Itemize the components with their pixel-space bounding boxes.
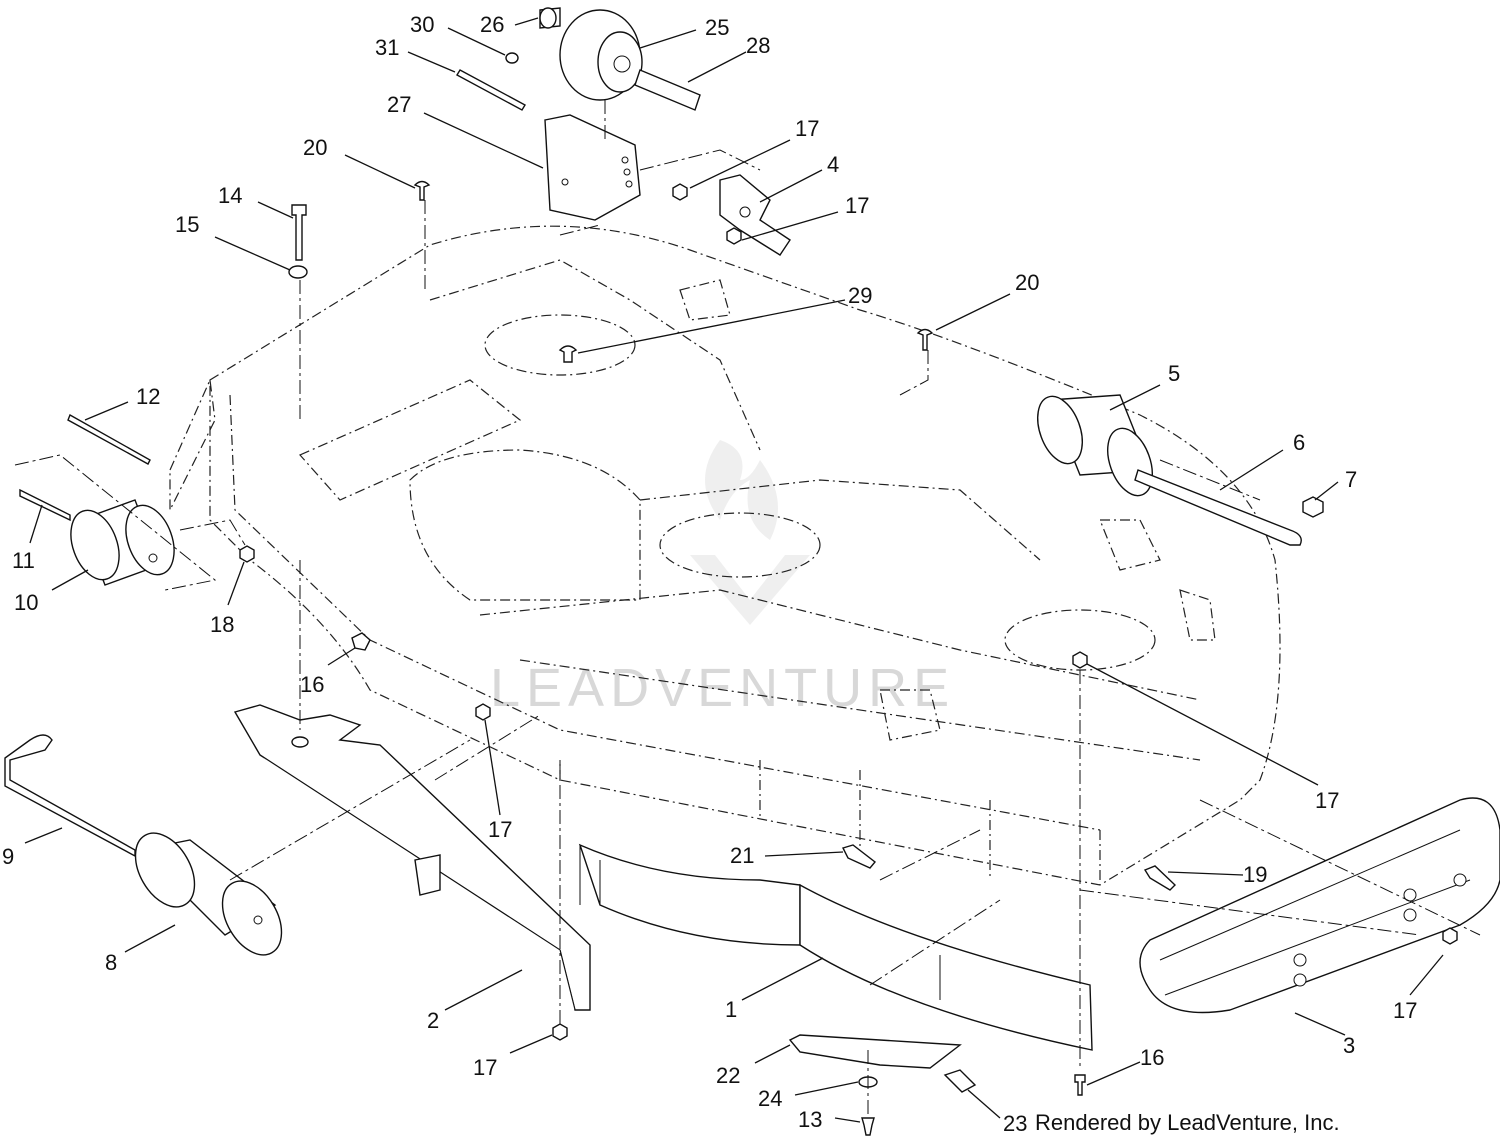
callout-16: 16 bbox=[1140, 1045, 1164, 1070]
callout-17: 17 bbox=[795, 116, 819, 141]
callout-20: 20 bbox=[303, 135, 327, 160]
callout-17: 17 bbox=[1393, 998, 1417, 1023]
callout-26: 26 bbox=[480, 12, 504, 37]
callout-28: 28 bbox=[746, 33, 770, 58]
callout-23: 23 bbox=[1003, 1111, 1027, 1136]
callout-21: 21 bbox=[730, 843, 754, 868]
callout-13: 13 bbox=[798, 1107, 822, 1132]
part-11-pin bbox=[19, 488, 71, 522]
part-8-roller bbox=[134, 832, 283, 956]
callout-15: 15 bbox=[175, 212, 199, 237]
callout-11: 11 bbox=[12, 548, 35, 573]
callout-22: 22 bbox=[716, 1063, 740, 1088]
assembly-guides bbox=[14, 100, 1481, 1115]
callout-16: 16 bbox=[300, 672, 324, 697]
callout-6: 6 bbox=[1293, 430, 1305, 455]
part-1-baffle bbox=[578, 843, 1093, 1051]
render-credit: Rendered by LeadVenture, Inc. bbox=[1035, 1110, 1340, 1135]
part-4-bracket bbox=[719, 174, 791, 256]
hardware bbox=[67, 180, 1458, 1136]
callout-3: 3 bbox=[1343, 1033, 1355, 1058]
callout-17: 17 bbox=[845, 193, 869, 218]
part-5-roller bbox=[1037, 394, 1153, 497]
callout-labels: 30 26 25 28 31 27 17 4 17 20 14 15 29 20… bbox=[2, 12, 1417, 1136]
part-10-roller bbox=[70, 499, 175, 586]
watermark-text: LEADVENTURE bbox=[490, 658, 955, 718]
callout-9: 9 bbox=[2, 844, 14, 869]
callout-8: 8 bbox=[105, 950, 117, 975]
callout-17: 17 bbox=[473, 1055, 497, 1080]
callout-5: 5 bbox=[1168, 361, 1180, 386]
callout-12: 12 bbox=[136, 384, 160, 409]
part-25-wheel bbox=[559, 9, 643, 101]
part-30-washer bbox=[505, 52, 519, 64]
callout-2: 2 bbox=[427, 1008, 439, 1033]
watermark-logo bbox=[690, 440, 810, 625]
callout-7: 7 bbox=[1345, 467, 1357, 492]
callout-17: 17 bbox=[1315, 788, 1339, 813]
callout-19: 19 bbox=[1243, 862, 1267, 887]
callout-25: 25 bbox=[705, 15, 729, 40]
callout-27: 27 bbox=[387, 92, 411, 117]
callout-31: 31 bbox=[375, 35, 399, 60]
callout-29: 29 bbox=[848, 283, 872, 308]
callout-1: 1 bbox=[725, 997, 737, 1022]
callout-10: 10 bbox=[14, 590, 38, 615]
callout-20: 20 bbox=[1015, 270, 1039, 295]
part-6-axle bbox=[1134, 469, 1302, 546]
part-2-bracket bbox=[233, 704, 591, 1011]
callout-18: 18 bbox=[210, 612, 234, 637]
part-3-bumper bbox=[1139, 797, 1500, 1014]
part-9-rod bbox=[4, 734, 136, 858]
leader-lines bbox=[24, 17, 1444, 1123]
callout-30: 30 bbox=[410, 12, 434, 37]
part-26-bushing bbox=[539, 7, 561, 29]
callout-17: 17 bbox=[488, 817, 512, 842]
callout-14: 14 bbox=[218, 183, 242, 208]
part-28-axle bbox=[634, 69, 701, 111]
part-31-bolt bbox=[456, 69, 526, 111]
callout-4: 4 bbox=[827, 152, 839, 177]
part-27-caster-bracket bbox=[544, 114, 641, 221]
callout-24: 24 bbox=[758, 1086, 782, 1111]
